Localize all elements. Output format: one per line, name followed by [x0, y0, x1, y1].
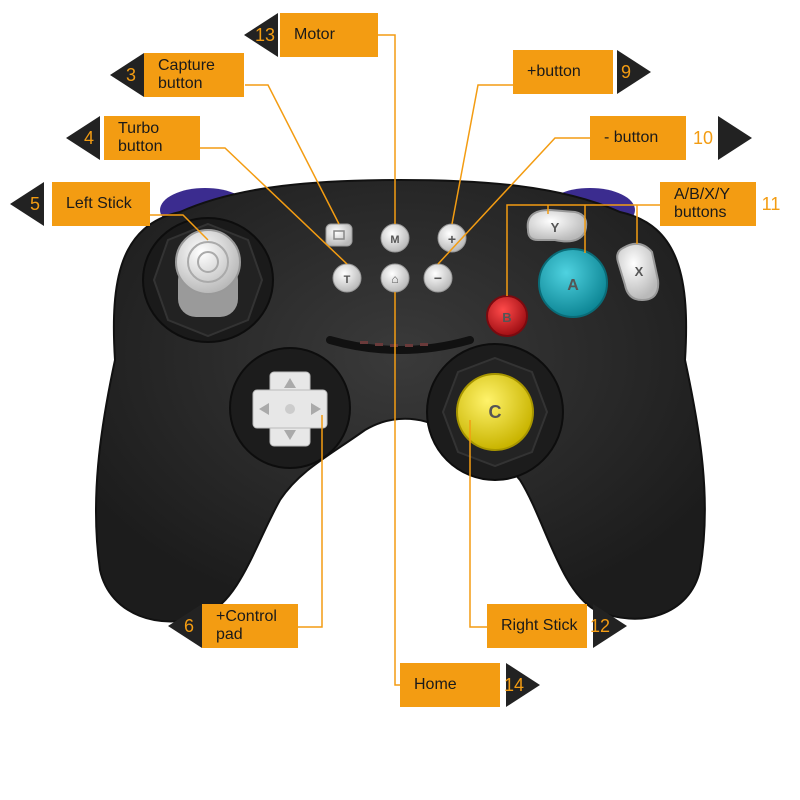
callout-dpad-label: +Control pad [216, 608, 277, 643]
turbo-button-label: T [344, 274, 351, 286]
right-stick-number: 12 [589, 615, 611, 636]
callout-dpad: +Control pad [202, 604, 298, 648]
capture-number: 3 [125, 64, 136, 85]
leader-home [394, 292, 400, 686]
home-pointer [506, 663, 540, 707]
dpad[interactable] [252, 371, 328, 447]
plus-number: 9 [620, 61, 631, 82]
leader-abxy [506, 204, 660, 296]
minus-button-label: − [434, 270, 442, 286]
a-button[interactable] [538, 248, 608, 318]
callout-left-stick-label: Left Stick [66, 195, 132, 212]
led-row [360, 341, 428, 347]
dpad-pointer [168, 604, 202, 648]
x-button[interactable] [616, 242, 660, 302]
c-stick-label: C [489, 402, 502, 422]
minus-number: 10 [692, 127, 714, 148]
dpad-down-icon [284, 430, 296, 440]
leader-capture [245, 84, 340, 225]
b-button-label: B [502, 310, 511, 325]
right-stick-pointer [593, 604, 627, 648]
callout-left-stick: Left Stick [52, 182, 150, 226]
callout-abxy: A/B/X/Y buttons [660, 182, 756, 226]
leader-turbo [200, 147, 348, 265]
callout-abxy-label: A/B/X/Y buttons [674, 186, 730, 221]
callout-turbo-label: Turbo button [118, 120, 163, 155]
plus-button-label: + [448, 231, 456, 247]
callout-right-stick: Right Stick [487, 604, 587, 648]
motor-number: 13 [254, 24, 276, 45]
callout-home: Home [400, 663, 500, 707]
leader-right-stick [469, 420, 487, 628]
callout-right-stick-label: Right Stick [501, 617, 578, 634]
left-stick-number: 5 [29, 193, 40, 214]
right-stick-cap[interactable] [456, 373, 534, 451]
leader-minus [437, 137, 590, 265]
a-button-label: A [567, 277, 579, 294]
callout-plus: +button [513, 50, 613, 94]
dpad-number: 6 [183, 615, 194, 636]
left-stick-cap[interactable] [175, 229, 241, 295]
plus-pointer [617, 50, 651, 94]
home-icon: ⌂ [391, 272, 398, 286]
turbo-number: 4 [83, 127, 94, 148]
callout-plus-label: +button [527, 63, 581, 80]
y-button-label: Y [551, 220, 560, 235]
turbo-pointer [66, 116, 100, 160]
motor-button-label: M [390, 234, 399, 246]
dpad-right-icon [311, 403, 321, 415]
capture-button[interactable] [325, 223, 353, 247]
leader-dpad [298, 415, 323, 628]
capture-pointer [110, 53, 144, 97]
abxy-number: 11 [761, 193, 781, 214]
leader-motor [378, 34, 396, 224]
callout-capture: Capture button [144, 53, 244, 97]
left-stick-pointer [10, 182, 44, 226]
x-button-label: X [635, 264, 644, 279]
dpad-up-icon [284, 378, 296, 388]
callout-motor: Motor [280, 13, 378, 57]
home-number: 14 [503, 674, 525, 695]
leader-plus [451, 84, 513, 225]
dpad-left-icon [259, 403, 269, 415]
callout-motor-label: Motor [294, 26, 335, 43]
callout-turbo: Turbo button [104, 116, 200, 160]
leader-left-stick [150, 214, 209, 241]
callout-minus: - button [590, 116, 686, 160]
callout-capture-label: Capture button [158, 57, 215, 92]
callout-home-label: Home [414, 676, 457, 693]
motor-pointer [244, 13, 278, 57]
center-slot [326, 336, 474, 354]
leader-lines [150, 34, 660, 686]
callout-minus-label: - button [604, 129, 659, 146]
minus-pointer [718, 116, 752, 160]
